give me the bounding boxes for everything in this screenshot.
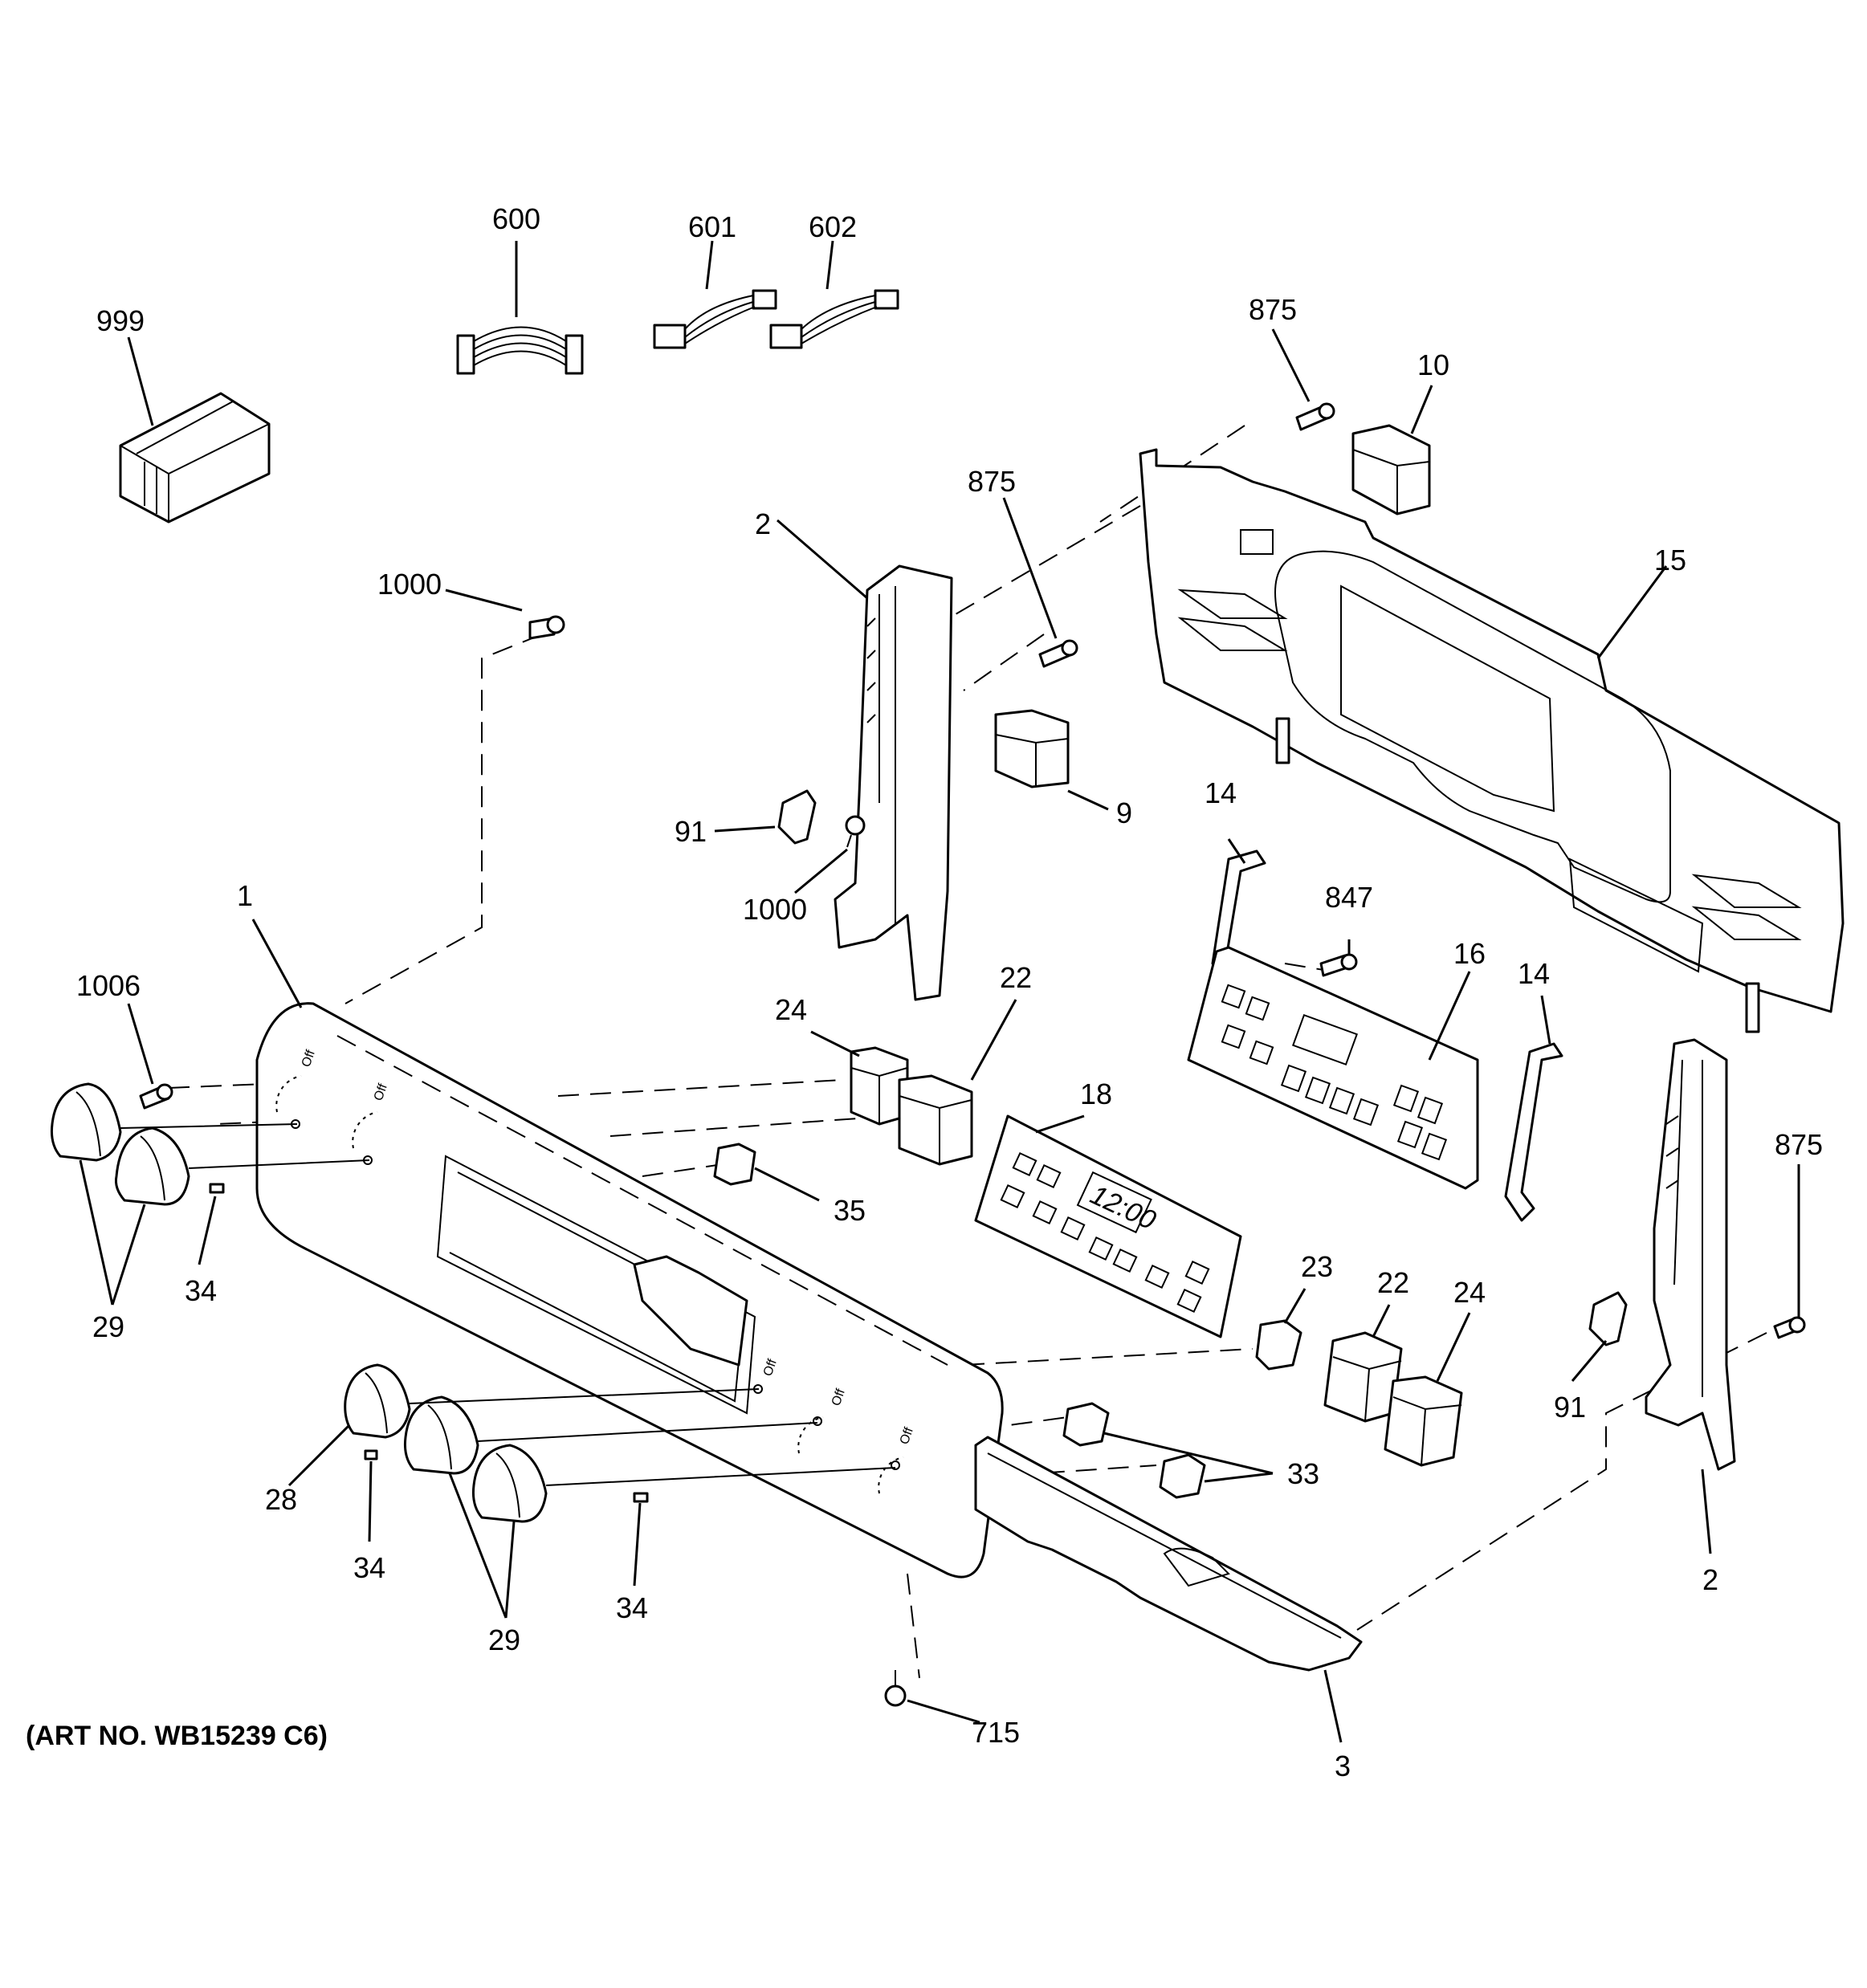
control-board [1187, 946, 1479, 1190]
callout-3: 3 [1335, 1750, 1351, 1782]
callout-15: 15 [1654, 544, 1686, 576]
callout-numbers: 999 600 601 602 875 10 875 2 15 1000 9 9… [76, 202, 1823, 1782]
callout-leaders [79, 240, 1800, 1743]
support-bar-14-right [1504, 1042, 1563, 1222]
callout-29-left: 29 [92, 1310, 124, 1343]
callout-28: 28 [265, 1483, 297, 1516]
callout-24-bottom: 24 [1453, 1276, 1486, 1309]
set-screw-34-a [209, 1183, 225, 1194]
knob-29-left-bottom [115, 1126, 190, 1206]
art-number: (ART NO. WB15239 C6) [26, 1721, 328, 1751]
callout-1000-mid: 1000 [743, 893, 807, 926]
screw-1006 [139, 1083, 173, 1110]
dial-label-5: Off [898, 1425, 916, 1446]
infinite-switch-24-bottom [1384, 1375, 1463, 1467]
light-switch-33-upper [1062, 1402, 1110, 1447]
callout-24-top: 24 [775, 993, 807, 1026]
callout-16: 16 [1453, 937, 1486, 970]
set-screw-34-b [364, 1449, 378, 1460]
wire-harness-602 [769, 289, 899, 349]
callout-29-bottom: 29 [488, 1623, 520, 1656]
callout-847: 847 [1325, 881, 1373, 914]
callout-875-mid: 875 [968, 465, 1016, 498]
screw-1000-top [528, 615, 565, 640]
dial-label-3: Off [761, 1357, 780, 1378]
literature-box [119, 392, 271, 523]
knob-leader-lines [120, 1123, 896, 1486]
callout-22-top: 22 [1000, 961, 1032, 994]
side-bracket-right [1645, 1038, 1736, 1471]
callout-35: 35 [834, 1194, 866, 1227]
callout-999: 999 [96, 304, 145, 337]
clip-91-left [777, 789, 817, 845]
screw-847 [1319, 953, 1358, 977]
callout-9: 9 [1116, 796, 1132, 829]
callout-34-left: 34 [185, 1274, 217, 1307]
clip-91-right [1588, 1291, 1628, 1346]
wire-harness-601 [653, 289, 777, 349]
screw-875-right [1773, 1316, 1806, 1339]
callout-1006: 1006 [76, 969, 141, 1002]
lower-trim [974, 1436, 1363, 1672]
knob-29-bottom-b [472, 1444, 548, 1523]
dial-label-1: Off [300, 1048, 318, 1069]
callout-10: 10 [1417, 348, 1449, 381]
callout-91-right: 91 [1554, 1391, 1586, 1424]
relay-board [994, 709, 1070, 788]
control-panel: Off Off Off Off Off [255, 1002, 1004, 1579]
screw-875-top [1295, 402, 1335, 431]
infinite-switch-22-top [898, 1074, 973, 1166]
callout-1000-top: 1000 [377, 568, 442, 601]
callout-14-right: 14 [1518, 957, 1550, 990]
callout-18: 18 [1080, 1078, 1112, 1110]
callout-14-left: 14 [1205, 776, 1237, 809]
callout-34-middle: 34 [353, 1551, 385, 1584]
side-bracket-left [834, 564, 953, 1001]
keypad-overlay: 12:00 [974, 1114, 1242, 1338]
knob-29-bottom-a [404, 1395, 479, 1475]
callout-601: 601 [688, 210, 736, 243]
dial-label-4: Off [830, 1387, 848, 1407]
callout-2-left: 2 [755, 507, 771, 540]
callout-875-top: 875 [1249, 293, 1297, 326]
light-switch-35 [713, 1143, 756, 1186]
callout-33: 33 [1287, 1457, 1319, 1490]
indicator-light-23 [1255, 1319, 1302, 1371]
dial-label-2: Off [372, 1082, 390, 1102]
light-switch-33-lower [1159, 1453, 1206, 1499]
callout-2-right: 2 [1702, 1563, 1718, 1596]
bracket-10 [1351, 424, 1431, 515]
screw-715 [884, 1670, 907, 1707]
callout-600: 600 [492, 202, 540, 235]
callout-91-left: 91 [675, 815, 707, 848]
callout-23: 23 [1301, 1250, 1333, 1283]
callout-1: 1 [237, 879, 253, 912]
callout-602: 602 [809, 210, 857, 243]
knob-28 [344, 1363, 411, 1439]
screw-1000-mid [845, 815, 866, 848]
knob-29-left-top [51, 1082, 122, 1162]
set-screw-34-c [633, 1492, 649, 1503]
callout-875-right: 875 [1775, 1128, 1823, 1161]
screw-875-mid [1038, 639, 1078, 668]
callout-22-bottom: 22 [1377, 1266, 1409, 1299]
backguard-panel [1139, 448, 1845, 1033]
ribbon-harness [456, 326, 584, 375]
callout-715: 715 [972, 1716, 1020, 1749]
callout-34-right: 34 [616, 1591, 648, 1624]
